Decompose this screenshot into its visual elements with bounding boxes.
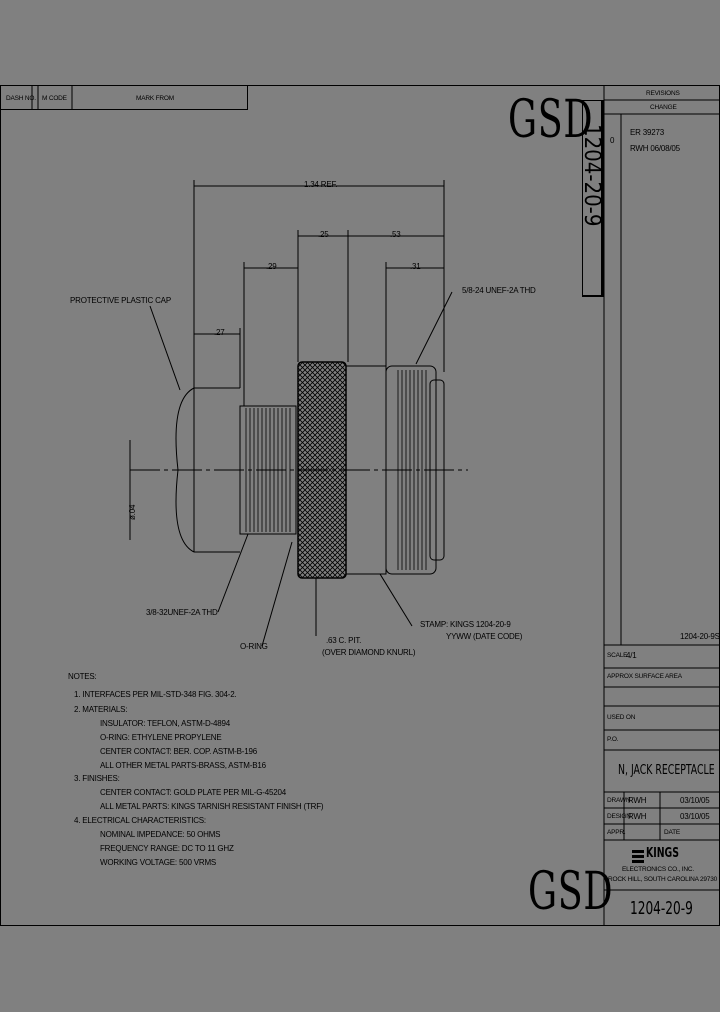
revisions-title: REVISIONS bbox=[646, 90, 680, 97]
finish-label: APPROX SURFACE AREA bbox=[607, 673, 682, 680]
drawn-label: DRAWN bbox=[607, 797, 631, 804]
date-label: DATE bbox=[664, 829, 681, 836]
part-number: 1204-20-9 bbox=[630, 898, 693, 919]
note-line: FREQUENCY RANGE: DC TO 11 GHZ bbox=[100, 844, 234, 853]
mark-from-label: MARK FROM bbox=[136, 95, 174, 102]
header-table bbox=[0, 85, 248, 110]
drawing-ref: 1204-20-9S bbox=[680, 632, 720, 641]
gsd-mark-top: GSD bbox=[508, 90, 594, 150]
note-line: WORKING VOLTAGE: 500 VRMS bbox=[100, 858, 217, 867]
dim-29-label: .29 bbox=[266, 262, 277, 271]
gsd-mark-bottom: GSD bbox=[528, 862, 614, 922]
company-address: ROCK HILL, SOUTH CAROLINA 29730 bbox=[608, 876, 718, 883]
revision-date: RWH 06/08/05 bbox=[630, 144, 680, 153]
appr-label: APPR. bbox=[607, 829, 626, 836]
dim-dia-label: ø.04 bbox=[128, 504, 137, 520]
design-by: RWH bbox=[628, 812, 647, 821]
note-line: 1. INTERFACES PER MIL-STD-348 FIG. 304-2… bbox=[74, 690, 237, 699]
design-date: 03/10/05 bbox=[680, 812, 710, 821]
thread-lines bbox=[245, 370, 427, 570]
callout-oring: O-RING bbox=[240, 642, 268, 651]
note-line: CENTER CONTACT: GOLD PLATE PER MIL-G-452… bbox=[100, 788, 287, 797]
revision-er: ER 39273 bbox=[630, 128, 664, 137]
drawn-date: 03/10/05 bbox=[680, 796, 710, 805]
drawn-by: RWH bbox=[628, 796, 647, 805]
callout-thread-right: 5/8-24 UNEF-2A THD bbox=[462, 286, 536, 295]
design-label: DESIGN bbox=[607, 813, 631, 820]
dim-27-label: .27 bbox=[214, 328, 225, 337]
protective-cap-outline bbox=[175, 387, 240, 553]
m-code-label: M CODE bbox=[42, 95, 67, 102]
note-line: CENTER CONTACT: BER. COP. ASTM-B-196 bbox=[100, 747, 257, 756]
notes-title: NOTES: bbox=[68, 672, 97, 681]
note-line: NOMINAL IMPEDANCE: 50 OHMS bbox=[100, 830, 221, 839]
dim-25-label: .25 bbox=[318, 230, 329, 239]
used-on-label: USED ON bbox=[607, 714, 636, 721]
vertical-part-number: 1204-20-9 bbox=[579, 124, 604, 227]
callout-knurl-2: (OVER DIAMOND KNURL) bbox=[322, 648, 416, 657]
dim-31-label: .31 bbox=[410, 262, 421, 271]
callout-cap: PROTECTIVE PLASTIC CAP bbox=[70, 296, 171, 305]
note-line: O-RING: ETHYLENE PROPYLENE bbox=[100, 733, 222, 742]
company-sub: ELECTRONICS CO., INC. bbox=[622, 866, 695, 873]
dim-53-label: .53 bbox=[390, 230, 401, 239]
note-line: INSULATOR: TEFLON, ASTM-D-4894 bbox=[100, 719, 231, 728]
note-line: ALL OTHER METAL PARTS-BRASS, ASTM-B16 bbox=[100, 761, 266, 770]
note-line: 2. MATERIALS: bbox=[74, 705, 128, 714]
note-line: 4. ELECTRICAL CHARACTERISTICS: bbox=[74, 816, 206, 825]
note-line: ALL METAL PARTS: KINGS TARNISH RESISTANT… bbox=[100, 802, 324, 811]
note-line: 3. FINISHES: bbox=[74, 774, 120, 783]
callout-knurl-1: .63 C. PIT. bbox=[326, 636, 362, 645]
scale-value: 4/1 bbox=[626, 651, 637, 660]
revision-number: 0 bbox=[610, 136, 615, 145]
large-thread bbox=[385, 365, 437, 575]
kings-logo-mark bbox=[632, 850, 644, 863]
po-label: P.O. bbox=[607, 736, 619, 743]
callout-thread-left: 3/8-32UNEF-2A THD bbox=[146, 608, 218, 617]
change-label: CHANGE bbox=[650, 104, 677, 111]
dim-overall-label: 1.34 REF. bbox=[304, 180, 338, 189]
dash-no-label: DASH NO. bbox=[6, 95, 36, 102]
company-name: KINGS bbox=[646, 846, 679, 861]
callout-stamp-2: YYWW (DATE CODE) bbox=[446, 632, 523, 641]
drawing-title: N, JACK RECEPTACLE bbox=[618, 763, 715, 778]
scale-label: SCALE bbox=[607, 652, 628, 659]
callout-stamp-1: STAMP: KINGS 1204-20-9 bbox=[420, 620, 511, 629]
small-thread bbox=[239, 405, 297, 535]
knurled-nut bbox=[297, 361, 347, 579]
